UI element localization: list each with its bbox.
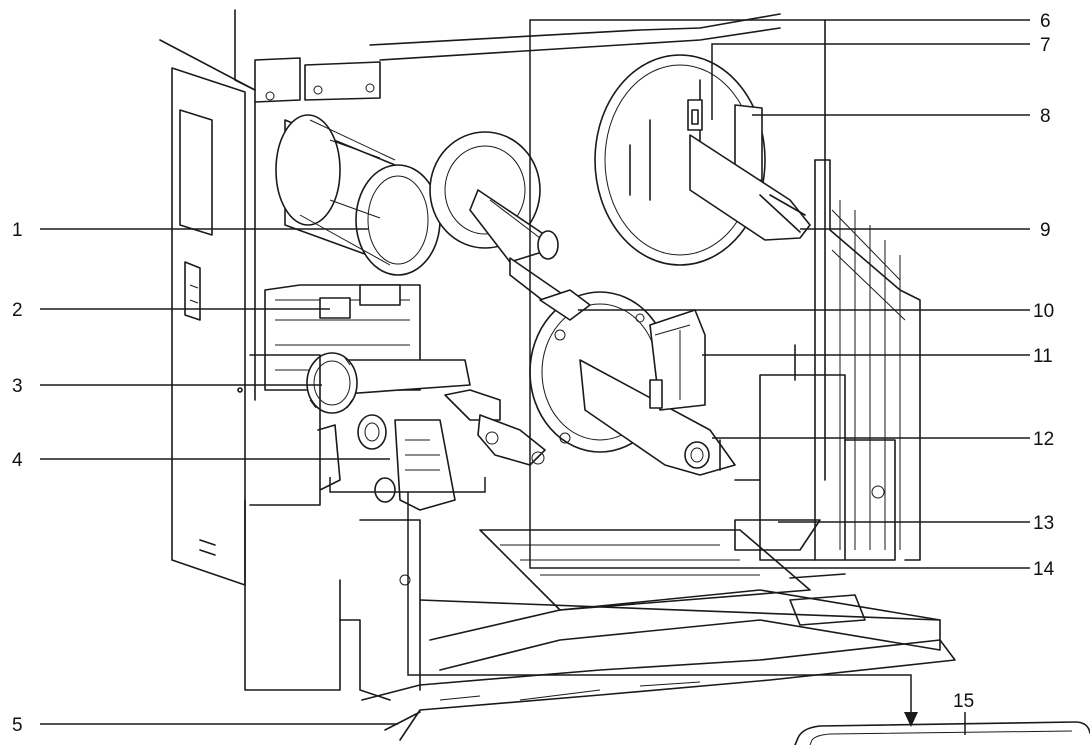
ribbon-supply-roll [275,114,441,276]
leader-lines [40,19,1030,735]
callout-5: 5 [12,715,23,736]
print-head-mechanism [237,284,546,511]
callout-3: 3 [12,376,23,397]
paper-guide-assembly [734,159,921,561]
printer-housing [159,9,826,701]
detail-arrow-head [904,712,918,727]
callout-10: 10 [1033,301,1054,322]
callout-9: 9 [1040,220,1051,241]
media-hanger-disk [594,54,811,266]
callout-1: 1 [12,220,23,241]
callout-4: 4 [12,450,23,471]
callout-2: 2 [12,300,23,321]
callout-7: 7 [1040,35,1051,56]
callout-11: 11 [1033,346,1053,367]
detail-bracket [329,477,918,727]
front-cover-panel [361,639,956,741]
detail-inset-outline [794,721,1090,745]
callout-numbers: 1 2 3 4 5 6 7 8 9 10 11 12 13 14 15 [12,11,1055,736]
media-holder-assembly [529,289,736,476]
callout-6: 6 [1040,11,1051,32]
callout-15: 15 [953,691,974,712]
callout-13: 13 [1033,513,1054,534]
callout-14: 14 [1033,559,1055,580]
callout-12: 12 [1033,429,1054,450]
media-platform [419,529,941,671]
callout-8: 8 [1040,106,1051,127]
